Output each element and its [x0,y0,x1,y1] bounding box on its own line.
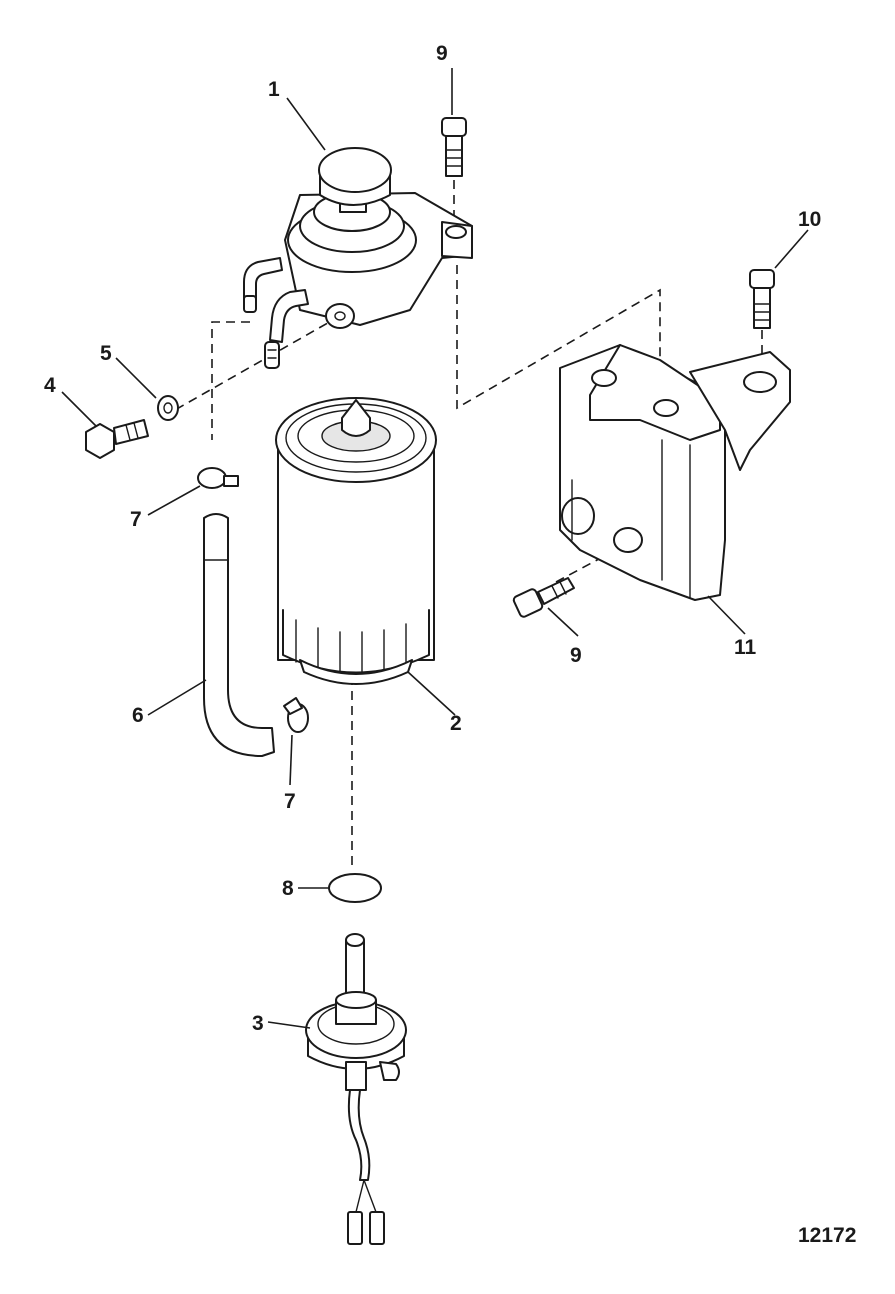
bolt-top [441,117,467,177]
callout-11: 11 [734,636,757,659]
fuel-hose [203,513,275,757]
callout-7-upper: 7 [130,508,142,531]
callout-10: 10 [798,208,821,231]
leader-lines [61,68,809,1029]
figure-number: 12172 [798,1224,856,1247]
callout-labels: 1 9 10 5 4 7 6 7 2 9 11 8 3 [44,42,821,1035]
callout-3: 3 [252,1012,264,1035]
hose-clamp-upper [197,467,239,489]
bolt-10 [749,269,775,329]
bolt-side [512,577,575,618]
callout-8: 8 [282,877,294,900]
bolt-4 [85,419,149,459]
filter-head-primer-pump [243,147,473,369]
callout-9-top: 9 [436,42,448,65]
water-sensor [305,933,407,1245]
callout-1: 1 [268,78,280,101]
filter-element [275,397,437,685]
hose-clamp-lower [283,697,309,733]
seal [328,873,382,903]
callout-4: 4 [44,374,56,397]
washer [157,395,179,421]
callout-5: 5 [100,342,112,365]
callout-6: 6 [132,704,144,727]
callout-2: 2 [450,712,462,735]
callout-9-side: 9 [570,644,582,667]
callout-7-lower: 7 [284,790,296,813]
mounting-bracket [559,344,791,601]
